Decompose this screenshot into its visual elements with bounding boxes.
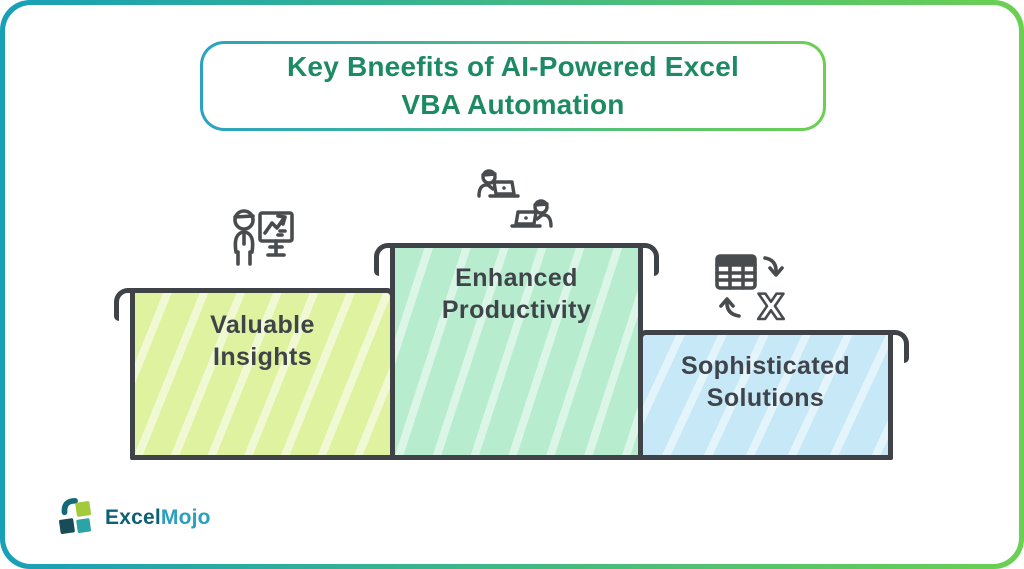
title-box-inner: Key Bneefits of AI-Powered Excel VBA Aut… <box>203 44 823 128</box>
logo-text-mojo: Mojo <box>160 506 211 529</box>
excel-x-glyph: X <box>758 288 785 326</box>
block-label-valuable-insights: Valuable Insights <box>210 311 315 371</box>
people-laptops-icon <box>477 169 553 228</box>
excelmojo-logo-icon <box>59 497 91 535</box>
title-box: Key Bneefits of AI-Powered Excel VBA Aut… <box>200 41 826 131</box>
block-label-sophisticated-solutions: Sophisticated Solutions <box>680 352 851 412</box>
block-valuable-insights: Valuable Insights <box>114 288 395 460</box>
block-label-enhanced-productivity: Enhanced Productivity <box>441 264 592 324</box>
block-sophisticated-solutions: Sophisticated Solutions <box>638 330 909 460</box>
presenter-chart-icon <box>233 209 294 266</box>
spreadsheet-convert-icon: X <box>715 254 786 326</box>
podium-lip-icon <box>114 288 135 321</box>
podium-lip-icon <box>888 330 909 363</box>
brand-logo: ExcelMojo <box>55 496 211 540</box>
page-title: Key Bneefits of AI-Powered Excel VBA Aut… <box>287 51 739 120</box>
podium-lip-icon <box>638 243 659 276</box>
logo-text: ExcelMojo <box>105 506 211 530</box>
podium-lip-icon <box>374 243 395 276</box>
block-enhanced-productivity: Enhanced Productivity <box>374 243 659 460</box>
logo-text-excel: Excel <box>105 506 161 529</box>
